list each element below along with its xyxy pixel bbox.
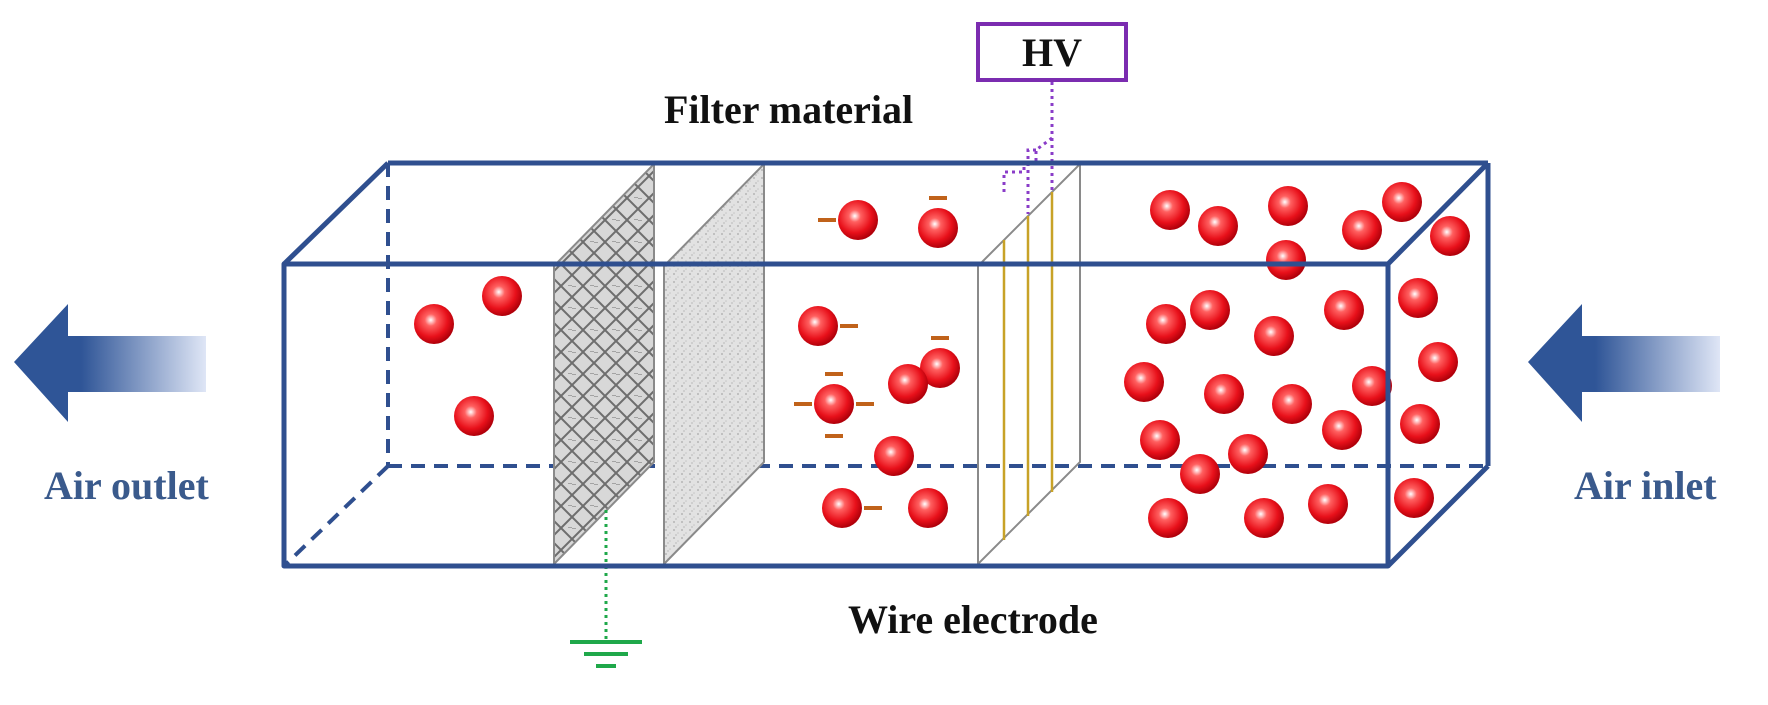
particle — [1180, 454, 1220, 494]
air-inlet-label: Air inlet — [1574, 463, 1717, 508]
particle — [1140, 420, 1180, 460]
particle — [414, 304, 454, 344]
particle — [1150, 190, 1190, 230]
particle — [482, 276, 522, 316]
particle — [1204, 374, 1244, 414]
charged-particle — [798, 306, 858, 346]
particle — [874, 436, 914, 476]
particle — [1324, 290, 1364, 330]
charged-particle — [918, 196, 958, 248]
particle — [1394, 478, 1434, 518]
particle — [1254, 316, 1294, 356]
ground-connection — [570, 510, 642, 668]
particle — [1124, 362, 1164, 402]
duct-back-edges — [282, 163, 1488, 568]
particle — [1342, 210, 1382, 250]
particle — [1266, 240, 1306, 280]
particle — [1228, 434, 1268, 474]
particle — [1190, 290, 1230, 330]
duct-front-edges — [281, 160, 1491, 569]
particle — [1418, 342, 1458, 382]
particle — [1322, 410, 1362, 450]
particle — [1382, 182, 1422, 222]
particle — [1308, 484, 1348, 524]
air-outlet-arrow — [14, 304, 206, 422]
particle — [908, 488, 948, 528]
charged-particle — [818, 200, 878, 240]
wire-electrode — [977, 161, 1081, 567]
particle — [1268, 186, 1308, 226]
particle — [1146, 304, 1186, 344]
charged-particle — [822, 488, 882, 528]
hv-power-supply: HV — [976, 22, 1128, 82]
particle — [1198, 206, 1238, 246]
charged-particle — [920, 336, 960, 388]
particle — [888, 364, 928, 404]
particle — [1398, 278, 1438, 318]
particle — [1352, 366, 1392, 406]
hv-label: HV — [1022, 29, 1082, 75]
filter-material-label: Filter material — [664, 87, 914, 132]
particle — [1430, 216, 1470, 256]
metal-mesh-electrode — [553, 161, 655, 567]
charged-particle — [794, 372, 874, 438]
air-outlet-label: Air outlet — [44, 463, 209, 508]
wire-electrode-label: Wire electrode — [848, 597, 1098, 642]
air-inlet-arrow — [1528, 304, 1720, 422]
particles-layer — [414, 182, 1470, 538]
particle — [1244, 498, 1284, 538]
particle — [1272, 384, 1312, 424]
hv-lead — [1002, 82, 1054, 214]
particle — [1400, 404, 1440, 444]
filter-material-layer — [663, 161, 765, 567]
particle — [454, 396, 494, 436]
particle — [1148, 498, 1188, 538]
